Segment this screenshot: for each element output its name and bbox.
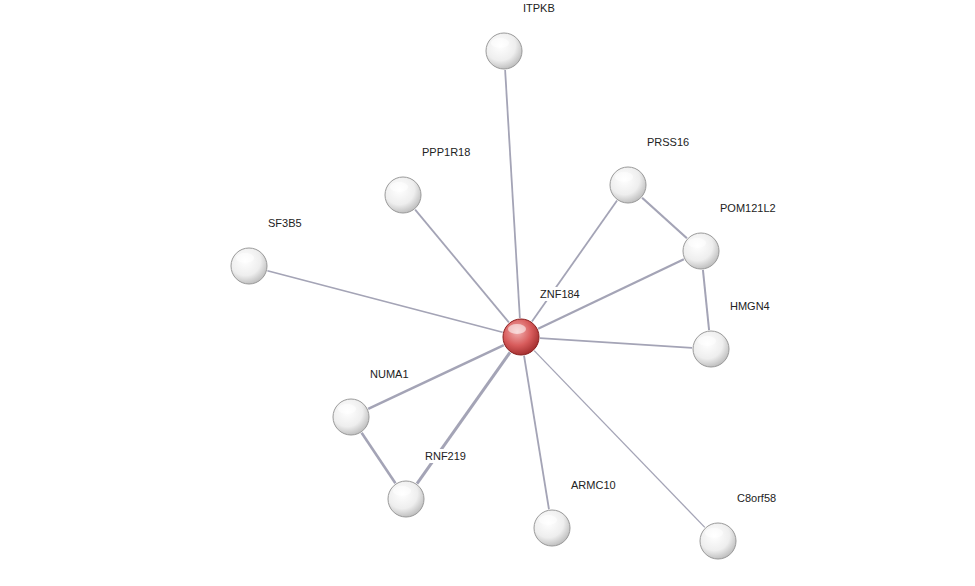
protein-label: NUMA1 [368, 367, 411, 381]
interaction-edge [538, 259, 684, 329]
node-circle [682, 232, 720, 270]
node-circle [502, 318, 540, 356]
protein-node: RNF219 [387, 480, 425, 518]
interaction-edge [703, 270, 709, 330]
interaction-edge [362, 433, 396, 483]
protein-node: ITPKB [485, 32, 523, 70]
protein-node: POM121L2 [682, 232, 720, 270]
protein-label: C8orf58 [735, 491, 778, 505]
node-circle [692, 330, 730, 368]
protein-node: SF3B5 [230, 247, 268, 285]
node-circle [485, 32, 523, 70]
interaction-edge [368, 345, 504, 409]
interaction-edge [642, 198, 687, 239]
interaction-edge [267, 271, 502, 332]
protein-node: ZNF184 [502, 318, 540, 356]
protein-label: RNF219 [423, 449, 468, 463]
node-circle [533, 509, 571, 547]
interaction-edge [415, 210, 509, 323]
protein-node: HMGN4 [692, 330, 730, 368]
node-circle [384, 176, 422, 214]
interaction-edge [532, 201, 617, 322]
node-circle [387, 480, 425, 518]
interaction-edge [524, 356, 549, 509]
node-circle [609, 166, 647, 204]
protein-label: POM121L2 [718, 201, 778, 215]
interaction-edge [505, 70, 520, 318]
protein-label: HMGN4 [728, 299, 772, 313]
protein-node: PRSS16 [609, 166, 647, 204]
protein-node: C8orf58 [699, 522, 737, 560]
protein-node: ARMC10 [533, 509, 571, 547]
node-circle [230, 247, 268, 285]
protein-label: PRSS16 [645, 135, 691, 149]
protein-node: NUMA1 [332, 398, 370, 436]
protein-node: PPP1R18 [384, 176, 422, 214]
protein-label: ARMC10 [569, 478, 618, 492]
node-circle [332, 398, 370, 436]
protein-label: ZNF184 [538, 287, 582, 301]
protein-label: PPP1R18 [420, 145, 472, 159]
interaction-edge [540, 338, 692, 348]
protein-label: ITPKB [521, 1, 557, 15]
node-circle [699, 522, 737, 560]
protein-label: SF3B5 [266, 216, 304, 230]
interaction-edge [534, 351, 705, 528]
interaction-edge [417, 352, 510, 483]
